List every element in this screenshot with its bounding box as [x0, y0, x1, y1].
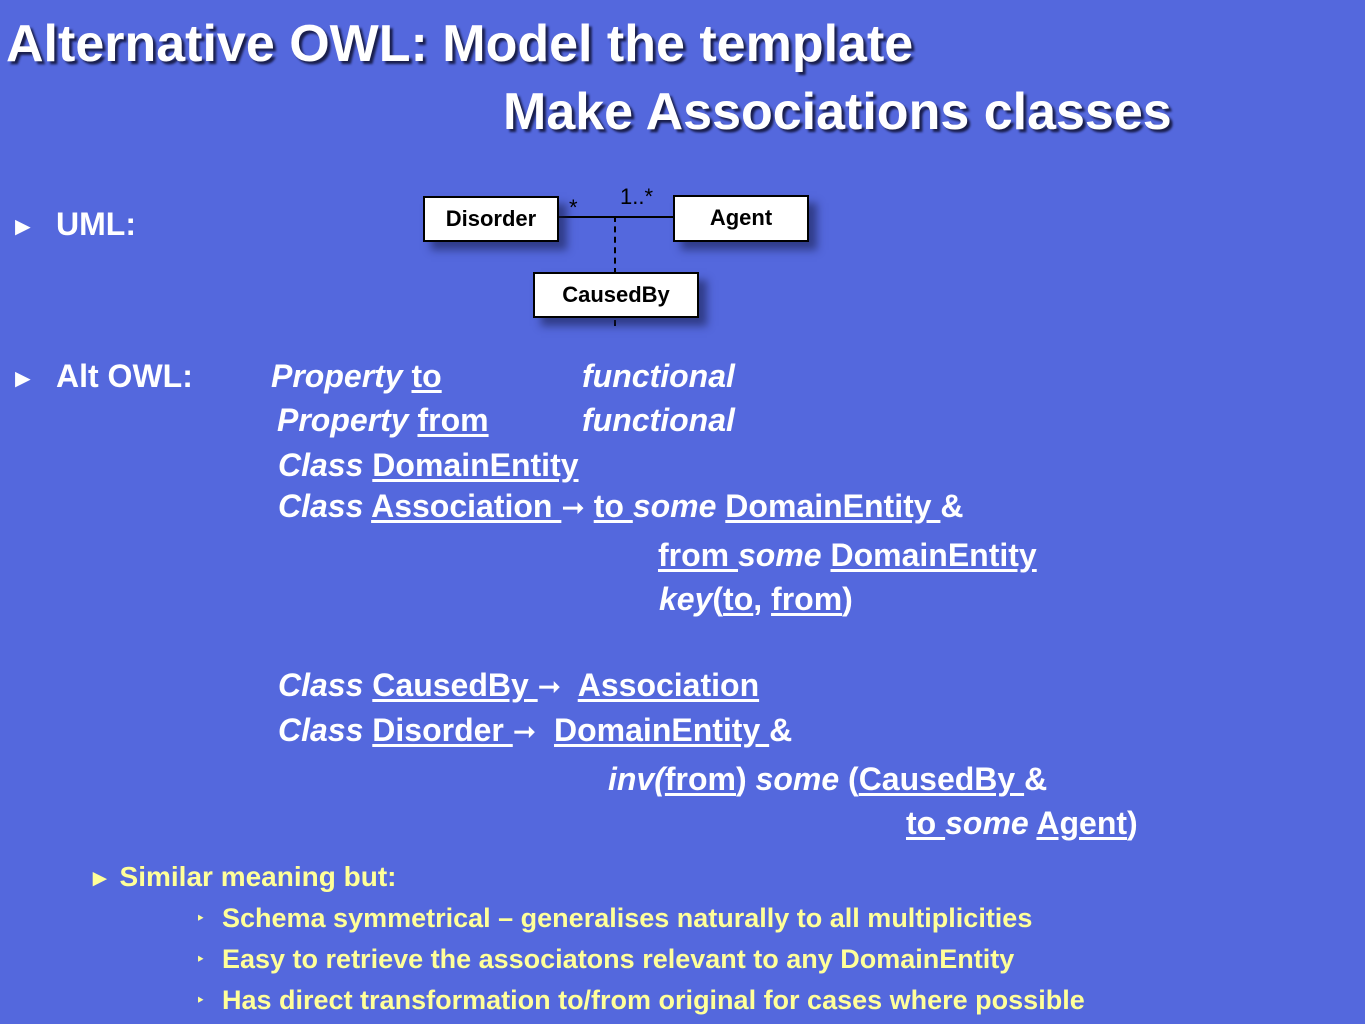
class-name: Association [371, 488, 562, 524]
paren: ( [839, 761, 859, 797]
class-name: Disorder [372, 712, 513, 748]
owl-line-to-some-agent: to some Agent) [906, 805, 1138, 841]
altowl-label: Alt OWL: [56, 358, 193, 394]
conjunction: & [940, 488, 964, 524]
property-ref: to [723, 581, 754, 617]
owl-line-property-to-modifier: functional [582, 358, 735, 394]
property-name: to [411, 358, 442, 394]
similar-heading-text: Similar meaning but: [119, 861, 397, 892]
conjunction: & [769, 712, 793, 748]
class-name: DomainEntity [372, 447, 579, 483]
slide-title-line-2: Make Associations classes [503, 83, 1172, 141]
class-ref: DomainEntity [725, 488, 941, 524]
similar-heading: ► Similar meaning but: [88, 861, 396, 895]
bullet-arrow-icon: ► [10, 211, 36, 241]
keyword: Property [277, 402, 409, 438]
owl-line-key: key(to, from) [659, 581, 853, 617]
keyword: Class [278, 488, 364, 524]
owl-line-class-disorder: Class Disorder ➞ DomainEntity & [278, 712, 792, 750]
property-ref: to [593, 488, 633, 524]
property-ref: from [664, 761, 736, 797]
class-ref: Agent [1036, 805, 1128, 841]
class-ref: DomainEntity [554, 712, 770, 748]
sub-bullet-icon: ‣ [196, 951, 205, 967]
similar-item-text: Easy to retrieve the associatons relevan… [222, 944, 1015, 974]
property-ref: from [771, 581, 843, 617]
altowl-bullet: ► Alt OWL: [10, 358, 193, 396]
owl-line-inv-from: inv(from) some (CausedBy & [608, 761, 1047, 797]
association-class-dashed-line [614, 216, 616, 326]
keyword: Class [278, 667, 364, 703]
slide-title-line-1: Alternative OWL: Model the template [6, 15, 914, 73]
multiplicity-right: 1..* [620, 184, 654, 209]
subclass-arrow-icon: ➞ [537, 671, 562, 702]
similar-item: ‣ Easy to retrieve the associatons releva… [196, 943, 1014, 975]
keyword: key [659, 581, 713, 617]
property-ref: from [658, 537, 738, 573]
inverse-keyword: inv( [608, 761, 665, 797]
keyword: Class [278, 712, 364, 748]
paren: ) [842, 581, 853, 617]
quantifier: some [755, 761, 840, 797]
owl-line-from-some: from some DomainEntity [658, 537, 1037, 573]
paren: ( [712, 581, 724, 617]
bullet-arrow-icon: ► [88, 865, 112, 892]
quantifier: some [632, 488, 717, 524]
owl-line-property-from-modifier: functional [582, 402, 735, 438]
keyword: Property [271, 358, 403, 394]
bullet-arrow-icon: ► [10, 363, 36, 393]
class-ref: DomainEntity [830, 537, 1037, 573]
comma: , [753, 581, 772, 617]
uml-class-disorder: Disorder [423, 196, 559, 242]
class-ref: CausedBy [858, 761, 1025, 797]
class-ref: Association [577, 667, 760, 703]
modifier: functional [582, 358, 735, 394]
quantifier: some [945, 805, 1029, 841]
owl-line-property-to: Property to [271, 358, 442, 394]
modifier: functional [582, 402, 735, 438]
quantifier: some [738, 537, 822, 573]
multiplicity-left: * [569, 195, 578, 220]
uml-class-causedby: CausedBy [533, 272, 699, 318]
subclass-arrow-icon: ➞ [512, 716, 537, 747]
conjunction: & [1024, 761, 1048, 797]
keyword: Class [278, 447, 364, 483]
property-ref: to [906, 805, 946, 841]
uml-bullet: ► UML: [10, 206, 136, 244]
uml-label: UML: [56, 206, 136, 242]
subclass-arrow-icon: ➞ [561, 492, 585, 523]
owl-line-class-causedby: Class CausedBy ➞ Association [278, 667, 759, 705]
owl-line-class-domainentity: Class DomainEntity [278, 447, 579, 483]
owl-line-property-from: Property from [277, 402, 489, 438]
property-name: from [417, 402, 489, 438]
similar-item: ‣ Has direct transformation to/from origi… [196, 984, 1085, 1016]
owl-line-class-association: Class Association ➞ to some DomainEntity… [278, 488, 964, 526]
paren: ) [1127, 805, 1138, 841]
class-name: CausedBy [372, 667, 538, 703]
sub-bullet-icon: ‣ [196, 910, 205, 926]
similar-item-text: Has direct transformation to/from origin… [222, 985, 1085, 1015]
similar-item: ‣ Schema symmetrical – generalises natura… [196, 902, 1032, 934]
similar-item-text: Schema symmetrical – generalises natural… [222, 903, 1033, 933]
paren: ) [736, 761, 756, 797]
sub-bullet-icon: ‣ [196, 992, 205, 1008]
uml-class-agent: Agent [673, 195, 809, 242]
